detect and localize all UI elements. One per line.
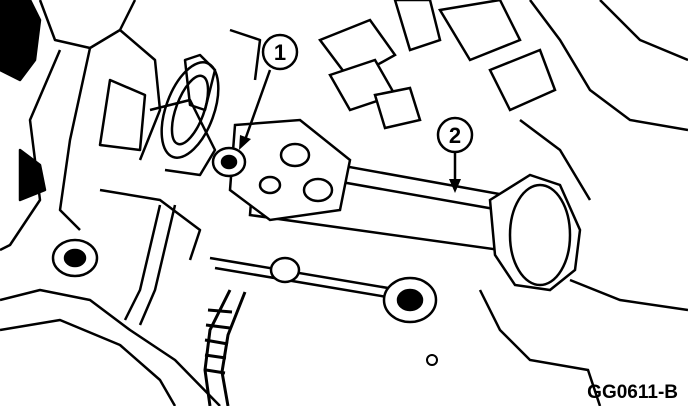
universal-joint [228, 118, 352, 222]
callout-2-circle [436, 116, 474, 154]
column-flange [488, 173, 582, 292]
sensor-ring [160, 61, 220, 159]
callout-1: 1 [239, 33, 299, 150]
lower-housing [478, 278, 688, 406]
small-clip [426, 354, 438, 366]
callout-2: 2 [436, 116, 474, 193]
callout-1-label: 1 [274, 40, 286, 65]
dash-panel-outline [519, 0, 688, 201]
wiring-harness [203, 289, 247, 406]
callout-2-label: 2 [449, 123, 461, 148]
callout-2-arrowhead [449, 179, 461, 193]
figure-code: GG0611-B [587, 382, 678, 403]
left-mounting-nut [51, 238, 99, 278]
shift-linkage-rod [209, 256, 438, 324]
pinch-bolt [211, 146, 247, 178]
callout-1-leader [243, 69, 272, 141]
electrical-connectors [318, 0, 557, 130]
callout-1-arrowhead [239, 135, 251, 150]
callout-1-circle [261, 33, 299, 71]
